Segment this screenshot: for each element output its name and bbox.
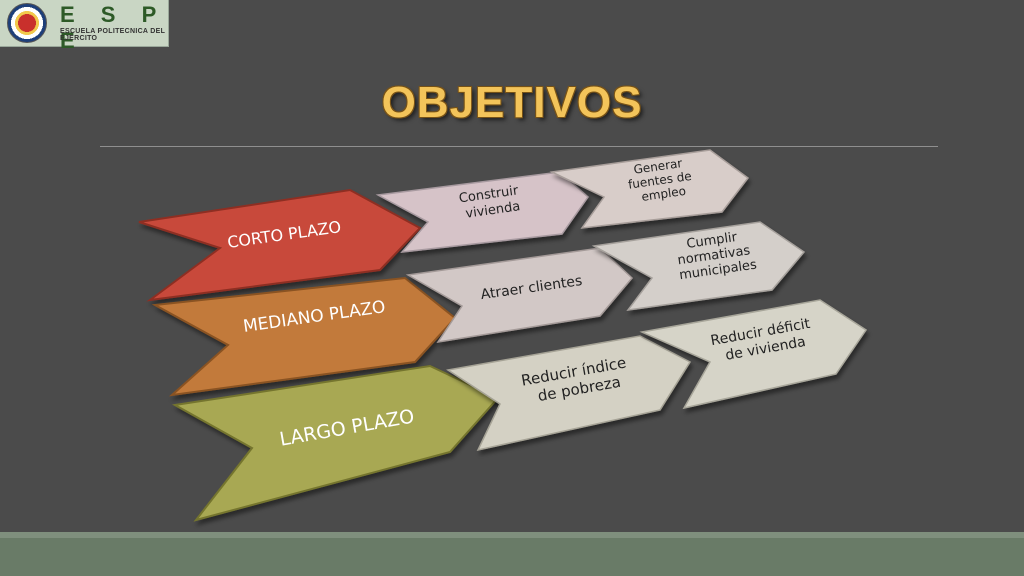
main-arrow-corto-plazo [138,188,422,302]
row-largo-plazo: LARGO PLAZO Reducir índice de pobreza Re… [171,299,868,522]
title-divider [100,146,938,147]
header-logo: E S P E ESCUELA POLITECNICA DEL EJERCITO [0,0,169,53]
item-box-generar-empleo [549,149,750,229]
slide-title: OBJETIVOS [381,78,643,127]
logo-letters: E S P E [60,2,166,53]
logo-subtitle: ESCUELA POLITECNICA DEL EJERCITO [60,28,166,42]
item-box-reducir-deficit [639,299,868,410]
item-box-reducir-pobreza [446,335,692,452]
row-mediano-plazo: MEDIANO PLAZO Atraer clientes Cumplir no… [151,221,806,397]
row-corto-plazo: CORTO PLAZO Construir vivienda Generar f… [138,149,750,302]
footer-bar [0,538,1024,576]
item-box-cumplir-normativas [591,221,806,311]
main-arrow-largo-plazo [171,364,500,522]
footer-divider [0,532,1024,538]
institution-seal-icon [7,3,47,43]
main-arrow-mediano-plazo [151,276,457,397]
item-label-generar-empleo: Generar fuentes de empleo [625,155,698,206]
